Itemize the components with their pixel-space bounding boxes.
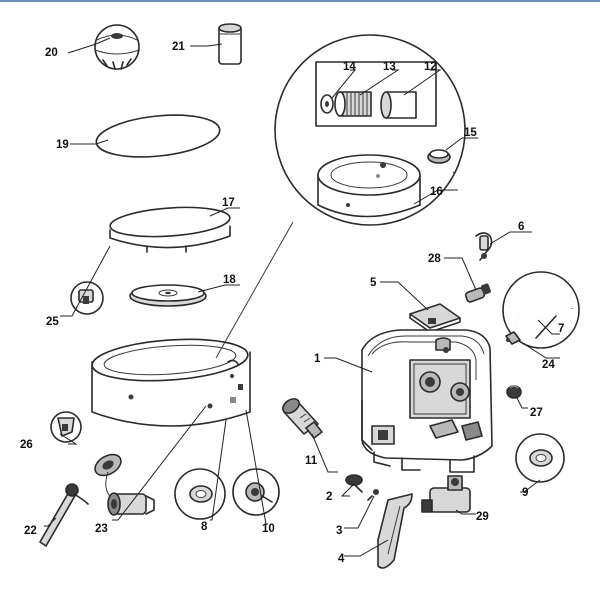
- part-29-valve-body: [421, 475, 471, 513]
- label-15: 15: [464, 127, 477, 139]
- part-24-nozzle: [505, 331, 521, 345]
- part-19-cover-sheet: [95, 114, 221, 158]
- label-3: 3: [336, 525, 342, 537]
- part-17-lid: [109, 206, 234, 253]
- part-15-small-cap: [427, 149, 451, 164]
- part-25-lid-clip: [70, 281, 104, 315]
- label-17: 17: [222, 197, 235, 209]
- part-8-gasket: [174, 468, 226, 520]
- label-10: 10: [262, 523, 275, 535]
- part-22-lever: [39, 483, 89, 547]
- label-7: 7: [558, 323, 564, 335]
- label-8: 8: [201, 521, 208, 533]
- label-12: 12: [424, 61, 437, 73]
- label-4: 4: [338, 553, 345, 565]
- label-16: 16: [430, 186, 443, 198]
- part-3-small-screw: [367, 489, 379, 501]
- part-16-filter-housing: [317, 154, 421, 218]
- label-29: 29: [476, 511, 489, 523]
- label-9: 9: [522, 487, 528, 499]
- part-26-clip: [50, 411, 82, 443]
- part-6-clamp: [475, 232, 493, 261]
- part-2-screw: [345, 474, 363, 493]
- label-23: 23: [95, 523, 108, 535]
- part-1-pump-unit: [361, 329, 493, 473]
- label-18: 18: [223, 274, 236, 286]
- part-21-container: [218, 23, 242, 65]
- part-12-filter-sleeve: [380, 91, 417, 119]
- label-28: 28: [428, 253, 441, 265]
- label-5: 5: [370, 277, 377, 289]
- label-24: 24: [542, 359, 555, 371]
- filter-zoom-circle: [215, 34, 466, 359]
- part-18-disk: [129, 284, 207, 307]
- part-28-connector: [464, 283, 491, 303]
- label-27: 27: [530, 407, 543, 419]
- label-11: 11: [305, 455, 318, 467]
- part-27-plug: [506, 385, 522, 399]
- label-26: 26: [20, 439, 33, 451]
- label-20: 20: [45, 47, 58, 59]
- label-21: 21: [172, 41, 185, 53]
- part-11-hose-connector: [282, 398, 323, 439]
- part-9-washer: [515, 433, 565, 483]
- label-25: 25: [46, 316, 59, 328]
- top-accent-bar: [0, 0, 600, 2]
- part-23-jet: [94, 453, 155, 516]
- part-20-dispenser: [94, 24, 140, 70]
- label-22: 22: [24, 525, 37, 537]
- part-4-handle: [377, 493, 413, 569]
- label-2: 2: [326, 491, 332, 503]
- part-5-filter-lid: [409, 303, 461, 333]
- part-13-cartridge: [334, 91, 372, 117]
- label-14: 14: [343, 61, 356, 73]
- part-10-valve: [232, 468, 280, 516]
- part-14-cap: [320, 94, 334, 114]
- label-6: 6: [518, 221, 524, 233]
- part-number-labels: 20 21 19 14 13 12 15 16 17 18 25 6 28 5 …: [20, 41, 564, 565]
- label-19: 19: [56, 139, 69, 151]
- label-13: 13: [383, 61, 396, 73]
- leader-lines: [44, 37, 560, 557]
- label-1: 1: [314, 353, 321, 365]
- part-7-hose: [502, 271, 580, 349]
- spa-tub: [91, 338, 251, 427]
